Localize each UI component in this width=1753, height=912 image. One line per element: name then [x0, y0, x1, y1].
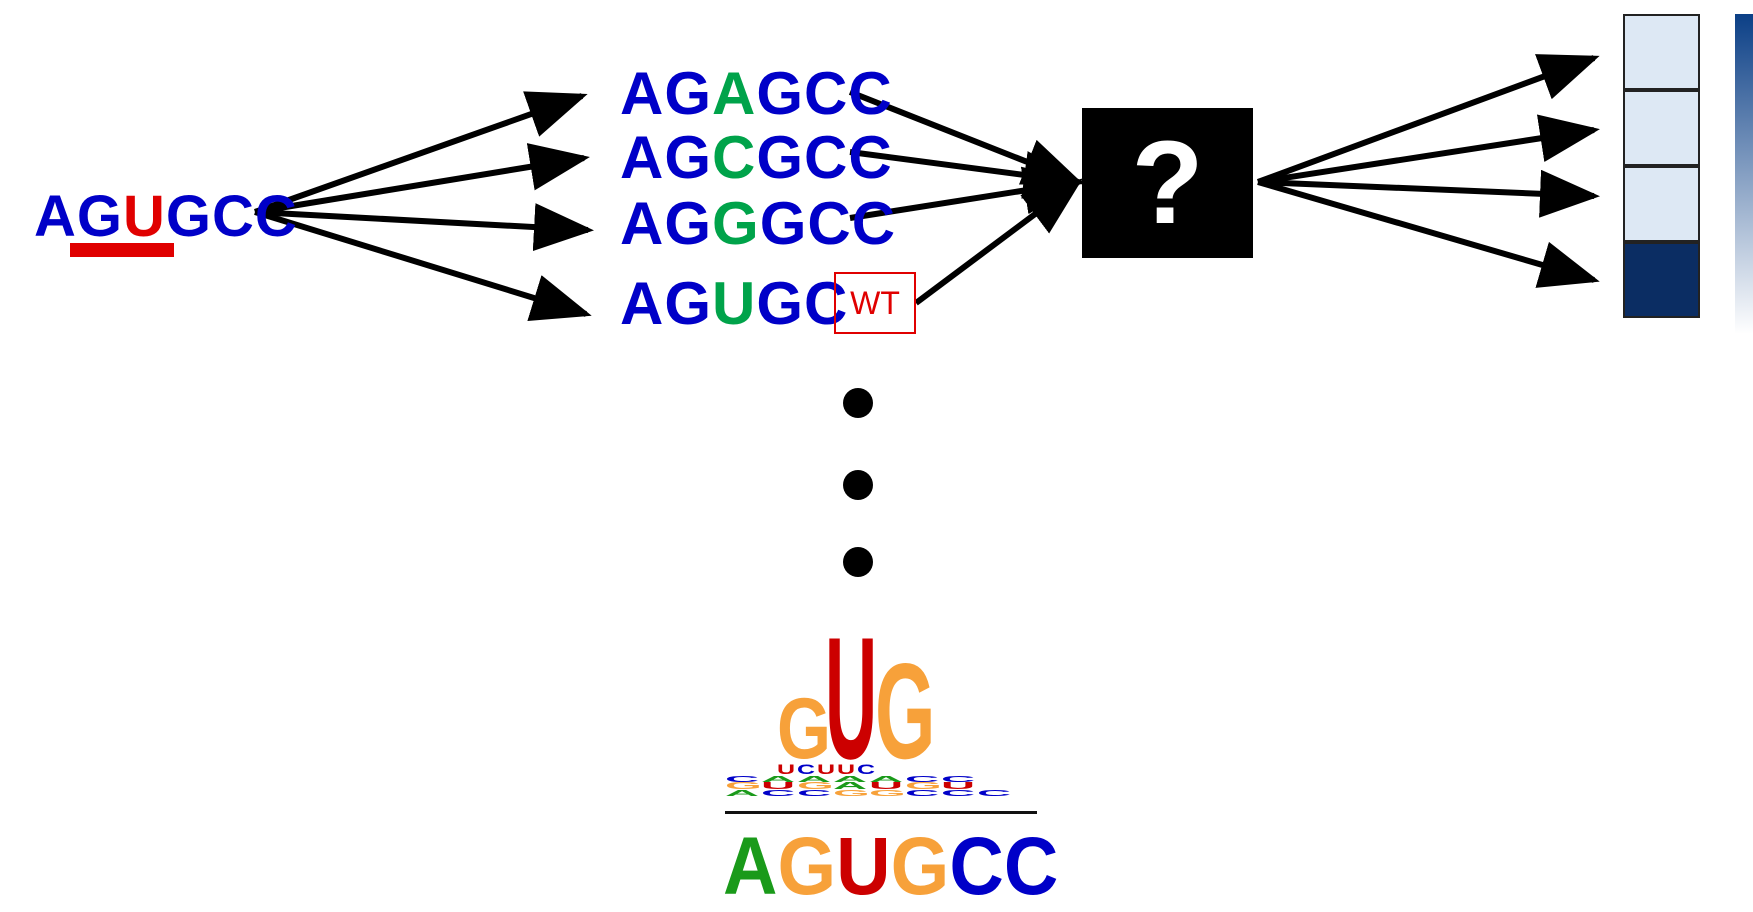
variant-2-letter-2: G: [664, 124, 713, 191]
score-cell-4: [1623, 242, 1700, 318]
fan-out-arrows: [253, 91, 594, 322]
logo-small-letter-r4-c8: C: [977, 789, 1011, 798]
variant-2-letter-3: C: [712, 124, 757, 191]
variant-3-letter-3: G: [712, 190, 760, 257]
source-letter-6: C: [254, 184, 298, 249]
variant-2-letter-1: A: [620, 124, 665, 191]
model-black-box: ?: [1082, 108, 1253, 258]
wt-badge: WT: [834, 272, 916, 334]
score-arrow-1: [1256, 54, 1600, 185]
consensus-letter-1: A: [723, 821, 778, 912]
logo-small-letter-r1-c4: U: [837, 762, 855, 777]
consensus-letter-6: C: [1003, 821, 1059, 912]
score-column: [1623, 14, 1700, 319]
source-sequence: AGUGCC: [34, 188, 298, 246]
logo-small-letter-r3-c7: U: [941, 780, 975, 791]
logo-letter-u-tall: U: [825, 603, 877, 796]
logo-small-letter-r1-c1: U: [777, 762, 795, 777]
variant-1-letter-3: A: [712, 60, 757, 127]
source-letter-4: G: [165, 184, 213, 249]
variant-3-letter-6: C: [851, 190, 897, 257]
variant-3-letter-4: G: [759, 190, 808, 257]
variant-4-letter-3: U: [712, 270, 757, 337]
fan-out-arrow-1: [253, 91, 588, 215]
fan-in-arrows: [848, 89, 1084, 306]
ellipsis-dot-2: [843, 470, 873, 500]
variant-sequence-1: AGAGCC: [620, 64, 893, 124]
variant-1-letter-6: C: [848, 60, 893, 127]
logo-small-letter-r2-c1: C: [725, 775, 759, 784]
variant-4-letter-2: G: [664, 270, 713, 337]
logo-divider: [725, 811, 1037, 814]
logo-small-letter-r1-c5: C: [857, 762, 876, 777]
logo-small-letter-r3-c1: G: [725, 780, 762, 791]
logo-small-letter-r4-c5: G: [869, 789, 906, 798]
logo-small-letter-r3-c2: U: [761, 780, 795, 791]
logo-small-letter-r2-c5: A: [869, 775, 903, 784]
logo-small-letter-r2-c6: C: [905, 775, 939, 784]
source-letter-5: C: [212, 184, 255, 249]
logo-small-letter-r4-c3: C: [797, 789, 831, 798]
logo-small-letter-r4-c1: A: [725, 789, 759, 798]
variant-4-letter-1: A: [620, 270, 665, 337]
logo-letter-g-left: G: [777, 680, 831, 777]
fan-out-arrow-2: [254, 143, 590, 215]
variant-1-letter-4: G: [756, 60, 805, 127]
consensus-letter-3: U: [836, 821, 891, 912]
logo-small-letter-r3-c6: G: [905, 780, 942, 791]
logo-small-letter-r1-c3: U: [817, 762, 835, 777]
score-arrows: [1256, 54, 1600, 288]
variant-sequence-2: AGCGCC: [620, 128, 893, 188]
source-letter-1: A: [34, 184, 77, 249]
logo-small-letter-r3-c4: A: [833, 780, 867, 791]
logo-small-letter-r2-c4: A: [833, 775, 867, 784]
variant-2-letter-4: G: [756, 124, 805, 191]
logo-small-letter-r3-c3: G: [797, 780, 834, 791]
logo-letter-g-right: G: [875, 636, 935, 787]
variant-sequence-3: AGGGCC: [620, 194, 896, 254]
variant-4-letter-5: C: [804, 270, 849, 337]
logo-small-letter-r4-c7: C: [941, 789, 975, 798]
variant-1-letter-2: G: [664, 60, 713, 127]
question-mark-icon: ?: [1131, 117, 1204, 249]
consensus-letter-4: G: [890, 821, 950, 912]
logo-small-letter-r4-c2: C: [761, 789, 795, 798]
score-cell-3: [1623, 166, 1700, 242]
variant-3-letter-2: G: [664, 190, 713, 257]
score-arrow-2: [1257, 114, 1600, 185]
logo-small-letter-r3-c5: U: [869, 780, 903, 791]
ellipsis-dot-1: [843, 388, 873, 418]
variant-1-letter-5: C: [804, 60, 849, 127]
score-arrow-3: [1257, 169, 1600, 218]
variant-sequence-wt: AGUGC: [620, 274, 848, 334]
ellipsis-dot-3: [843, 547, 873, 577]
source-letter-2: G: [76, 184, 124, 249]
fan-out-arrow-4: [254, 209, 592, 322]
variant-4-letter-4: G: [756, 270, 805, 337]
score-arrow-4: [1257, 179, 1600, 288]
consensus-letter-2: G: [777, 821, 837, 912]
fan-in-arrow-4: [914, 178, 1083, 306]
color-scale-bar: [1735, 14, 1753, 334]
variant-2-letter-5: C: [804, 124, 849, 191]
fan-out-arrow-3: [254, 203, 594, 252]
logo-small-letter-r2-c3: A: [797, 775, 831, 784]
variant-3-letter-5: C: [807, 190, 852, 257]
variant-2-letter-6: C: [848, 124, 893, 191]
source-letter-3: U: [123, 184, 166, 249]
logo-small-letter-r2-c7: C: [941, 775, 975, 784]
target-underline: [70, 243, 174, 257]
variant-3-letter-1: A: [620, 190, 665, 257]
logo-small-letter-r2-c2: A: [761, 775, 795, 784]
score-cell-1: [1623, 14, 1700, 90]
variant-1-letter-1: A: [620, 60, 665, 127]
logo-small-letter-r1-c2: C: [797, 762, 816, 777]
logo-small-letter-r4-c6: C: [905, 789, 939, 798]
logo-small-letter-r4-c4: G: [833, 789, 870, 798]
consensus-letter-5: C: [949, 821, 1004, 912]
score-cell-2: [1623, 90, 1700, 166]
